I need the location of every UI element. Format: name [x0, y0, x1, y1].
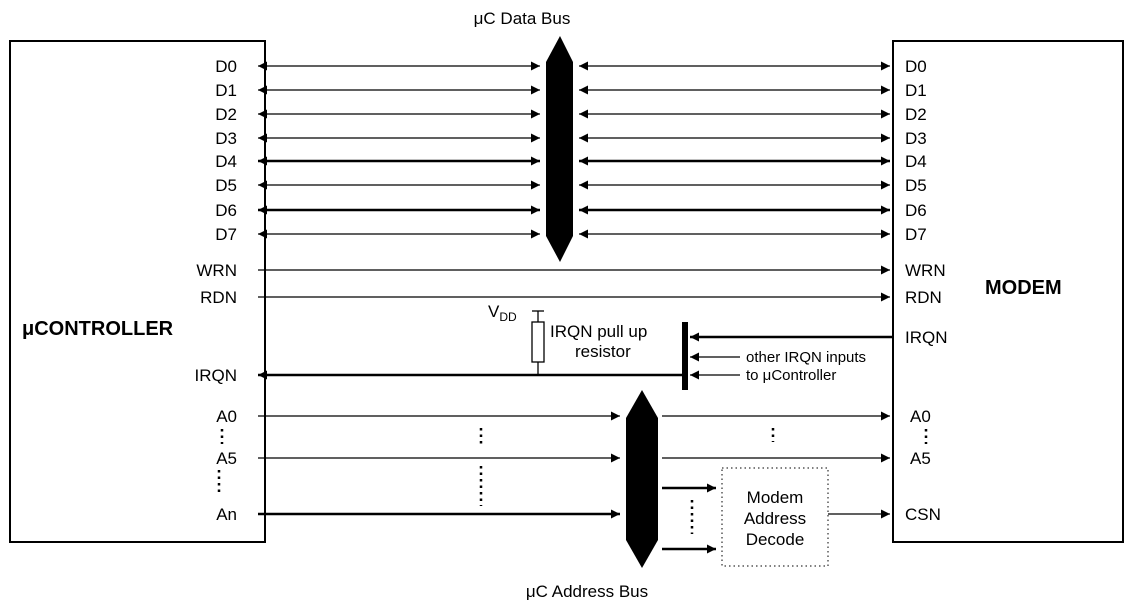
irqn-wired-or-bar	[682, 322, 688, 390]
other-irqn-label-line2: to μController	[746, 367, 836, 384]
ctrl-pin-irqn: IRQN	[195, 366, 238, 385]
ctrl-pin-d1: D1	[215, 81, 237, 100]
modem-pin-wrn: WRN	[905, 261, 946, 280]
ctrl-pin-d2: D2	[215, 105, 237, 124]
modem-title: MODEM	[985, 277, 1062, 299]
modem-pin-a5: A5	[910, 449, 931, 468]
ctrl-pin-d3: D3	[215, 129, 237, 148]
decode-label-line1: Modem	[747, 488, 804, 507]
pullup-resistor	[531, 321, 545, 363]
ctrl-pin-d7: D7	[215, 225, 237, 244]
microcontroller-block	[9, 40, 266, 543]
pullup-label-line1: IRQN pull up	[550, 322, 647, 341]
continuation-dots	[217, 428, 928, 534]
modem-block	[892, 40, 1124, 543]
modem-pin-a0: A0	[910, 407, 931, 426]
ctrl-pin-d0: D0	[215, 57, 237, 76]
modem-pin-rdn: RDN	[905, 288, 942, 307]
controller-title: μCONTROLLER	[22, 318, 174, 340]
modem-pin-csn: CSN	[905, 505, 941, 524]
modem-pin-d3: D3	[905, 129, 927, 148]
vdd-label-main: V	[488, 302, 500, 321]
ctrl-pin-rdn: RDN	[200, 288, 237, 307]
ctrl-pin-a5: A5	[216, 449, 237, 468]
other-irqn-label-line1: other IRQN inputs	[746, 349, 866, 366]
modem-pin-d5: D5	[905, 176, 927, 195]
modem-address-decode-box	[721, 467, 829, 567]
address-bus-label: μC Address Bus	[526, 582, 648, 601]
ctrl-pin-wrn: WRN	[196, 261, 237, 280]
ctrl-pin-d6: D6	[215, 201, 237, 220]
modem-pin-d2: D2	[905, 105, 927, 124]
data-bus-label: μC Data Bus	[474, 9, 571, 28]
modem-pin-d0: D0	[905, 57, 927, 76]
modem-data-pins: D0 D1 D2 D3 D4 D5 D6 D7	[905, 57, 927, 244]
modem-pin-d1: D1	[905, 81, 927, 100]
ctrl-pin-d5: D5	[215, 176, 237, 195]
decode-label-line3: Decode	[746, 530, 805, 549]
modem-pin-d7: D7	[905, 225, 927, 244]
ctrl-pin-d4: D4	[215, 152, 237, 171]
modem-pin-irqn: IRQN	[905, 328, 948, 347]
ctrl-pin-a0: A0	[216, 407, 237, 426]
address-bus-shape	[626, 390, 658, 568]
data-bus-shape	[546, 36, 573, 262]
modem-pin-d4: D4	[905, 152, 927, 171]
vdd-label: VDD	[488, 302, 517, 324]
ctrl-pin-an: An	[216, 505, 237, 524]
pullup-circuit	[258, 310, 893, 390]
decode-label-line2: Address	[744, 509, 806, 528]
vdd-label-sub: DD	[499, 310, 517, 324]
controller-data-pins: D0 D1 D2 D3 D4 D5 D6 D7	[215, 57, 237, 244]
data-bus-lines	[258, 61, 890, 239]
modem-pin-d6: D6	[905, 201, 927, 220]
address-bus-lines	[258, 411, 890, 554]
pullup-label-line2: resistor	[575, 342, 631, 361]
